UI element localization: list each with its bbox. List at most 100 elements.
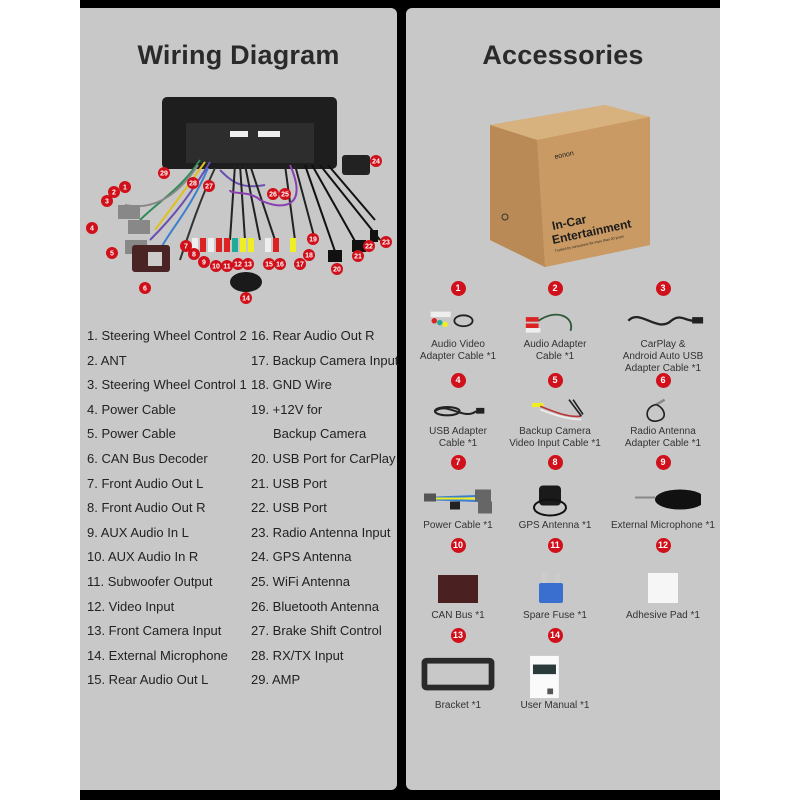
marker-number: 10 — [212, 264, 220, 271]
legend-item: 21. USB Port — [251, 475, 327, 491]
marker-dot — [101, 195, 113, 207]
marker-dot — [267, 188, 279, 200]
box-brand: eonon — [554, 150, 575, 161]
wiring-diagram-title: Wiring Diagram — [137, 40, 340, 70]
legend-item: 1. Steering Wheel Control 2 — [87, 328, 247, 343]
marker-dot — [274, 258, 286, 270]
marker-dot — [279, 188, 291, 200]
marker-number: 20 — [333, 267, 341, 274]
accessory-number-badge: 4 — [450, 373, 466, 388]
marker-dot — [210, 260, 222, 272]
accessory-image — [635, 489, 701, 510]
accessory-label: Adapter Cable *1 — [624, 363, 702, 374]
legend-item: 25. WiFi Antenna — [251, 573, 350, 589]
marker-number: 16 — [276, 262, 284, 269]
marker-number: 1 — [123, 185, 127, 192]
accessory-label: Android Auto USB — [622, 351, 704, 362]
marker-13: 13 — [242, 258, 254, 270]
marker-4: 4 — [86, 222, 98, 234]
marker-28: 28 — [187, 177, 199, 189]
marker-number: 8 — [192, 252, 196, 259]
accessory-number-badge: 13 — [450, 628, 466, 643]
marker-dot — [188, 248, 200, 260]
legend-item: 29. AMP — [251, 672, 301, 688]
marker-number: 26 — [269, 192, 277, 199]
marker-dot — [108, 186, 120, 198]
accessory-number-badge: 14 — [547, 628, 563, 643]
marker-dot — [370, 155, 382, 167]
marker-number: 5 — [110, 251, 114, 258]
accessory-label: Adapter Cable *1 — [419, 351, 497, 362]
marker-dot — [187, 177, 199, 189]
marker-5: 5 — [106, 247, 118, 259]
accessory-label: Spare Fuse *1 — [523, 610, 587, 621]
recycle-icon — [501, 213, 509, 221]
accessory-image — [525, 313, 573, 333]
accessory-label: Video Input Cable *1 — [509, 438, 601, 449]
marker-7: 7 — [180, 240, 192, 252]
marker-14: 14 — [240, 292, 252, 304]
marker-dot — [180, 240, 192, 252]
head-unit-rear — [162, 97, 337, 169]
legend-item: 6. CAN Bus Decoder — [87, 450, 208, 466]
marker-dot — [158, 167, 170, 179]
accessory-label: Radio Antenna — [630, 426, 696, 437]
marker-2: 2 — [108, 186, 120, 198]
legend-item: 10. AUX Audio In R — [87, 549, 199, 565]
legend-item: 17. Backup Camera Input — [251, 352, 399, 368]
marker-17: 17 — [294, 258, 306, 270]
legend-item: 28. RX/TX Input — [251, 647, 344, 663]
marker-26: 26 — [267, 188, 279, 200]
accessory-label: External Microphone *1 — [611, 520, 715, 531]
accessory-label: Cable *1 — [535, 351, 575, 362]
accessory-image — [433, 406, 485, 417]
accessory-number-badge: 9 — [655, 455, 671, 470]
accessory-label: Bracket *1 — [434, 700, 482, 711]
legend-item: 20. USB Port for CarPlay — [251, 450, 396, 466]
marker-number: 12 — [234, 262, 242, 269]
marker-number: 28 — [189, 181, 197, 188]
marker-29: 29 — [158, 167, 170, 179]
marker-dot — [106, 247, 118, 259]
marker-number: 6 — [143, 286, 147, 293]
marker-dot — [331, 263, 343, 275]
marker-16: 16 — [274, 258, 286, 270]
accessory-label: GPS Antenna *1 — [518, 520, 592, 531]
marker-25: 25 — [279, 188, 291, 200]
marker-dot — [307, 233, 319, 245]
marker-23: 23 — [380, 236, 392, 248]
marker-number: 23 — [382, 240, 390, 247]
marker-number: 25 — [281, 192, 289, 199]
marker-1: 1 — [119, 181, 131, 193]
marker-dot — [198, 256, 210, 268]
accessory-label: CAN Bus *1 — [431, 610, 485, 621]
accessory-label: Audio Video — [431, 339, 485, 350]
marker-dot — [240, 292, 252, 304]
marker-number: 14 — [242, 296, 250, 303]
marker-22: 22 — [363, 240, 375, 252]
accessory-number-badge: 2 — [547, 281, 563, 296]
marker-dot — [86, 222, 98, 234]
marker-dot — [119, 181, 131, 193]
accessory-image — [539, 573, 563, 603]
marker-20: 20 — [331, 263, 343, 275]
marker-number: 15 — [265, 262, 273, 269]
marker-number: 11 — [223, 264, 231, 271]
accessory-number-badge: 3 — [655, 281, 671, 296]
marker-12: 12 — [232, 258, 244, 270]
marker-18: 18 — [303, 249, 315, 261]
accessory-label: Cable *1 — [438, 438, 478, 449]
marker-27: 27 — [203, 180, 215, 192]
legend-item: 5. Power Cable — [87, 426, 176, 442]
accessories-panel: Accessories eonon In-Car Entertainment T… — [406, 8, 720, 790]
wiring-diagram-panel: Wiring Diagram — [80, 8, 398, 790]
